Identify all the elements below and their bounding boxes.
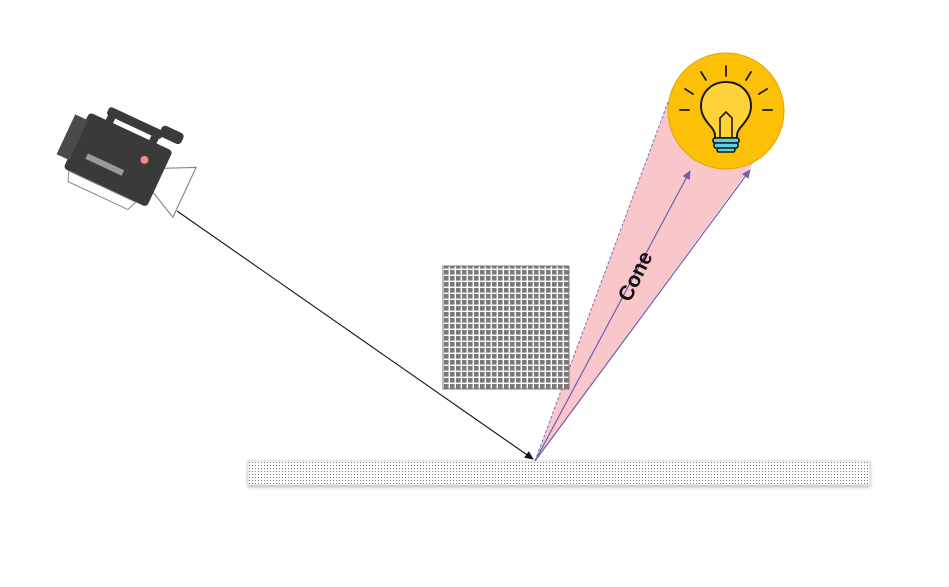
grid-occluder <box>442 265 570 390</box>
reflected-ray-1 <box>534 170 691 462</box>
cone-edge-dashed <box>534 101 669 462</box>
video-camera-icon <box>56 107 198 219</box>
light-bulb-icon <box>667 52 785 170</box>
light-cone <box>535 102 757 461</box>
ground-plane <box>247 460 871 486</box>
view-ray <box>176 210 534 460</box>
reflected-ray-2 <box>534 169 751 462</box>
